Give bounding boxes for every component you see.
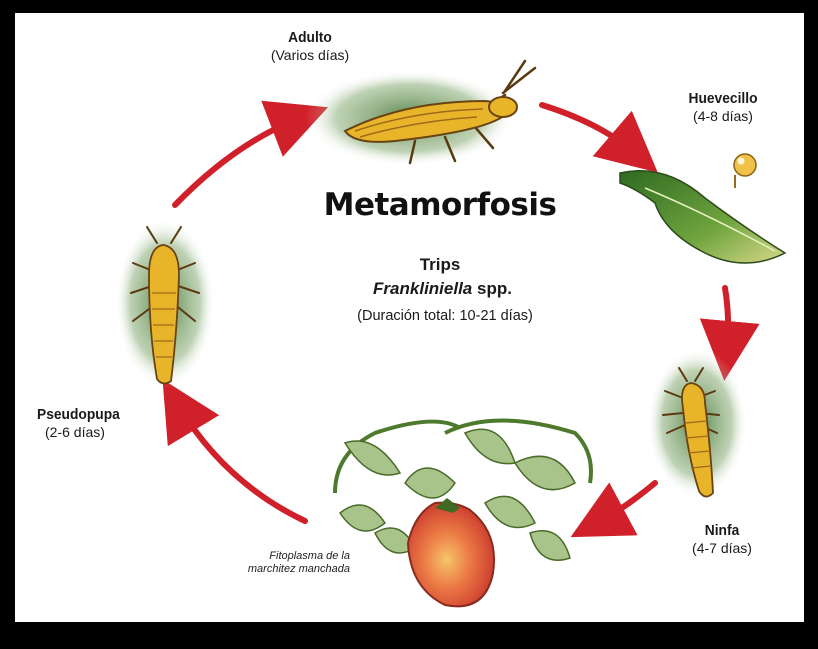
nymph-thrips-icon xyxy=(647,348,747,498)
stage-days: (4-7 días) xyxy=(677,540,767,556)
stage-name: Adulto xyxy=(250,29,370,46)
arrow-adult-to-egg xyxy=(542,105,635,153)
stage-name: Pseudopupa xyxy=(37,406,138,423)
arrow-pupa-to-adult xyxy=(175,118,300,205)
common-name: Trips xyxy=(365,255,515,275)
stage-label-adult: Adulto (Varios días) xyxy=(245,29,375,63)
lifecycle-diagram: Adulto (Varios días) Huevecillo (4-8 día… xyxy=(15,13,804,622)
stage-name: Huevecillo xyxy=(663,90,783,107)
stage-days: (4-8 días) xyxy=(658,108,788,124)
stage-days: (Varios días) xyxy=(245,47,375,63)
genus-name: Frankliniella xyxy=(373,279,472,298)
plant-note: Fitoplasma de la marchitez manchada xyxy=(210,550,350,576)
plant-note-line1: Fitoplasma de la xyxy=(269,550,350,562)
plant-note-line2: marchitez manchada xyxy=(248,563,350,575)
tomato-plant-icon xyxy=(335,421,591,607)
stage-label-egg: Huevecillo (4-8 días) xyxy=(658,90,788,124)
scientific-name: Frankliniella spp. xyxy=(335,279,550,299)
arrow-plant-to-pupa xyxy=(178,405,305,521)
pupa-thrips-icon xyxy=(115,218,215,388)
stage-name: Ninfa xyxy=(681,522,764,539)
adult-thrips-icon xyxy=(305,61,535,166)
arrow-nymph-to-plant xyxy=(597,483,655,523)
total-duration: (Duración total: 10-21 días) xyxy=(315,308,575,324)
species-suffix: spp. xyxy=(477,279,512,298)
arrow-egg-to-nymph xyxy=(725,288,728,351)
stage-days: (2-6 días) xyxy=(45,424,147,440)
stage-label-pupa: Pseudopupa (2-6 días) xyxy=(37,406,147,440)
stage-label-nymph: Ninfa (4-7 días) xyxy=(677,522,767,556)
diagram-title: Metamorfosis xyxy=(305,187,575,223)
leaf-egg-icon xyxy=(620,154,785,263)
